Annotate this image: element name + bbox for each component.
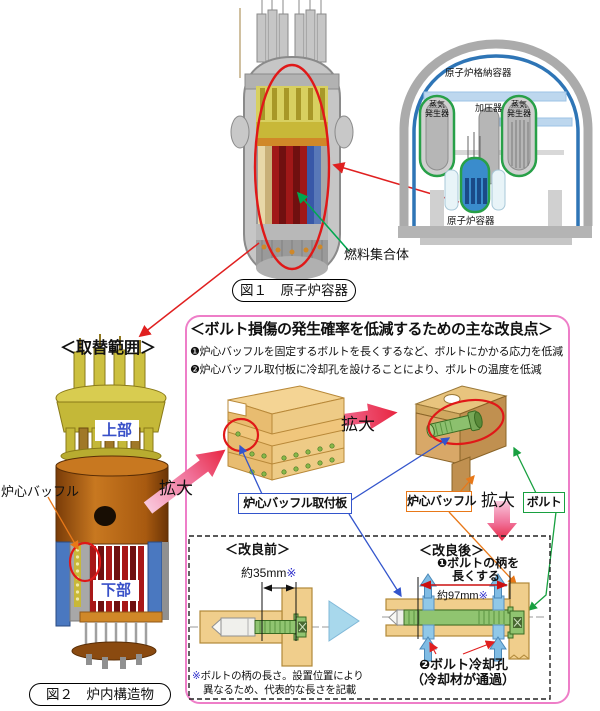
- fig1-highlight-ellipse: [253, 63, 331, 271]
- after-illustration: [382, 571, 546, 662]
- containment-illustration: [398, 39, 593, 245]
- core-baffle-label: 炉心バッフル: [406, 491, 477, 512]
- reactor-vessel-label: 原子炉容器: [447, 216, 495, 227]
- steam-generator-right-label: 蒸気 発生器: [507, 100, 531, 118]
- core-baffle-label-left: 炉心バッフル: [1, 484, 80, 499]
- core-baffle-pointers: [448, 474, 517, 585]
- after-dimension: 約97mm※: [437, 590, 488, 602]
- bolt-pointers: [513, 446, 557, 611]
- reactor-vessel-illustration: [230, 0, 354, 280]
- before-heading: ＜改良前＞: [225, 542, 291, 557]
- footnote-line1: ※ボルトの柄の長さ。設置位置により: [192, 670, 364, 682]
- containment-label: 原子炉格納容器: [445, 68, 512, 79]
- replacement-range-heading: ＜取替範囲＞: [60, 340, 157, 357]
- after-heading: ＜改良後＞: [419, 543, 485, 558]
- footnote-line2: 異なるため、代表的な長さを記載: [203, 684, 356, 696]
- before-after-transition-arrow: [328, 600, 360, 642]
- bolt-highlight-ellipse: [427, 398, 505, 446]
- after-point1-line2: 長くする: [452, 569, 501, 583]
- before-dimension: 約35mm※: [241, 566, 297, 580]
- lower-internals-illustration: [55, 455, 169, 669]
- lower-part-label: 下部: [93, 580, 139, 601]
- improvement-bullet-1: ❶炉心バッフルを固定するボルトを長くするなど、ボルトにかかる応力を低減: [190, 346, 563, 358]
- core-baffle-pointer-left: [47, 496, 79, 551]
- enlarge-label-3: 拡大: [481, 491, 515, 510]
- baffle-bolt-highlight-ellipse: [68, 541, 102, 583]
- fig1-caption: 図１ 原子炉容器: [232, 279, 356, 302]
- after-point2-line1: ❷ボルト冷却孔: [419, 657, 509, 672]
- bolt-label: ボルト: [523, 492, 565, 513]
- improvement-title: ＜ボルト損傷の発生確率を低減するための主な改良点＞: [190, 321, 553, 338]
- enlarge-label-2: 拡大: [341, 415, 375, 434]
- after-point1-line1: ❶ボルトの柄を: [437, 556, 520, 570]
- enlarge-arrow-3: [487, 501, 517, 541]
- vessel-to-replacement-arrow: [138, 242, 260, 338]
- steam-generator-left-label: 蒸気 発生器: [425, 100, 449, 118]
- after-point2-line2: （冷却材が通過）: [411, 672, 516, 687]
- enlarge-label-1: 拡大: [159, 479, 193, 498]
- pressurizer-label: 加圧器: [475, 103, 503, 113]
- upper-part-label: 上部: [95, 420, 139, 441]
- baffle-plate-pointers: [239, 437, 451, 598]
- baffle-former-plate-label: 炉心バッフル取付板: [238, 493, 352, 514]
- fig2-caption: 図２ 炉内構造物: [29, 683, 171, 706]
- before-illustration: [190, 582, 360, 667]
- enlarge-arrow-1: [143, 449, 226, 514]
- improvement-bullet-2: ❷炉心バッフル取付板に冷却孔を設けることにより、ボルトの温度を低減: [190, 364, 542, 376]
- fuel-assembly-arrow: [296, 191, 350, 252]
- baffle-corner-illustration: [414, 385, 508, 507]
- comparison-box: [188, 535, 551, 700]
- baffle-plate-illustration: [222, 385, 345, 481]
- fuel-assembly-label: 燃料集合体: [344, 247, 410, 262]
